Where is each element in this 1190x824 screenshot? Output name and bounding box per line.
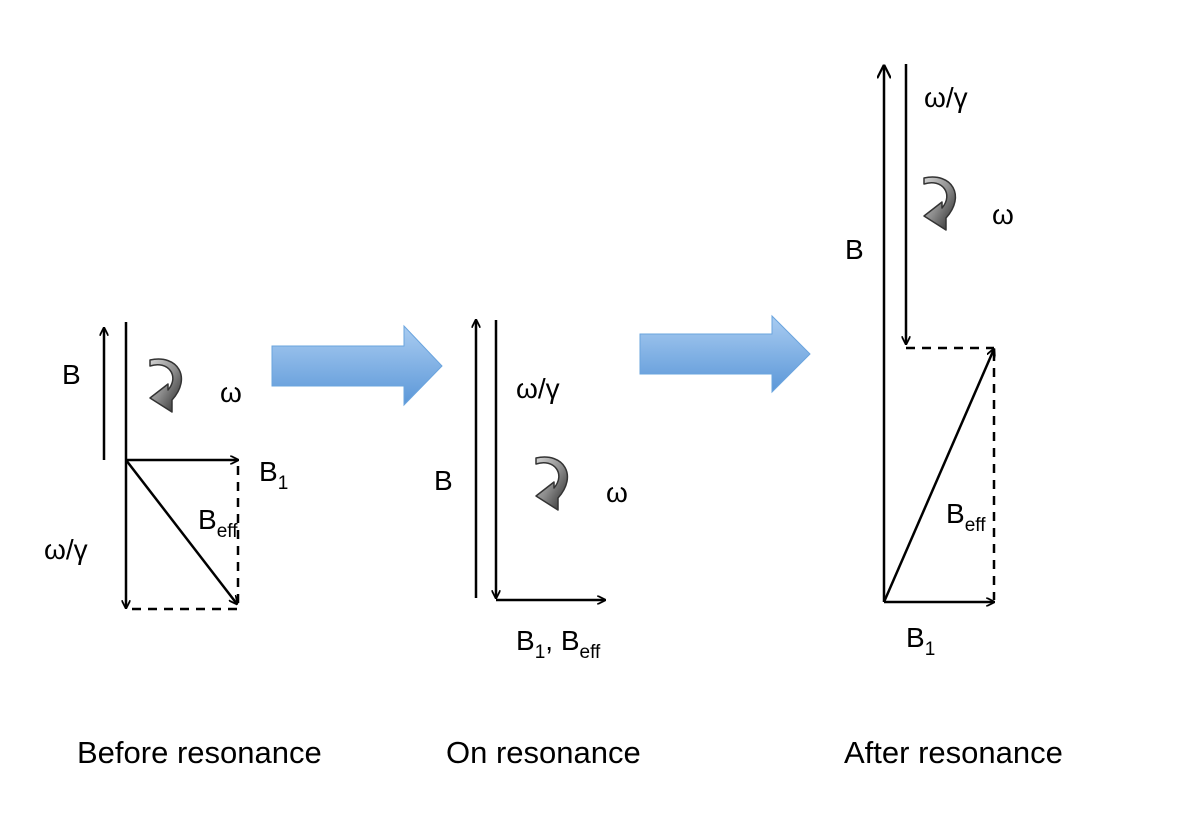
omega-label: ω <box>606 477 628 508</box>
b-label: B <box>845 234 864 265</box>
omega-gamma-label: ω/γ <box>924 82 968 113</box>
omega-label: ω <box>992 199 1014 230</box>
b-label: B <box>62 359 81 390</box>
b-label: B <box>434 465 453 496</box>
omega-gamma-label: ω/γ <box>44 534 88 565</box>
beff-vector <box>125 459 237 604</box>
b1-label: B1 <box>906 622 935 660</box>
caption-after-resonance: After resonance <box>844 735 1063 770</box>
b1-label: B1 <box>259 456 288 494</box>
block-right-arrow-icon <box>271 324 443 407</box>
block-right-arrow-icon <box>639 314 811 394</box>
panel-after-resonance: ω/γ ω B Beff B1 After resonance <box>844 64 1063 770</box>
beff-label: Beff <box>198 504 238 542</box>
rotation-icon <box>535 456 569 511</box>
omega-label: ω <box>220 377 242 408</box>
panel-on-resonance: ω/γ B ω B1, Beff On resonance <box>434 320 641 770</box>
b1-beff-label: B1, Beff <box>516 625 601 663</box>
beff-vector <box>882 349 994 603</box>
caption-on-resonance: On resonance <box>446 735 641 770</box>
panel-before-resonance: B ω B1 Beff ω/γ Before resonance <box>44 322 322 770</box>
rotation-icon <box>149 358 183 413</box>
rotation-icon <box>923 176 957 231</box>
omega-gamma-label: ω/γ <box>516 373 560 404</box>
beff-label: Beff <box>946 498 986 536</box>
caption-before-resonance: Before resonance <box>77 735 322 770</box>
